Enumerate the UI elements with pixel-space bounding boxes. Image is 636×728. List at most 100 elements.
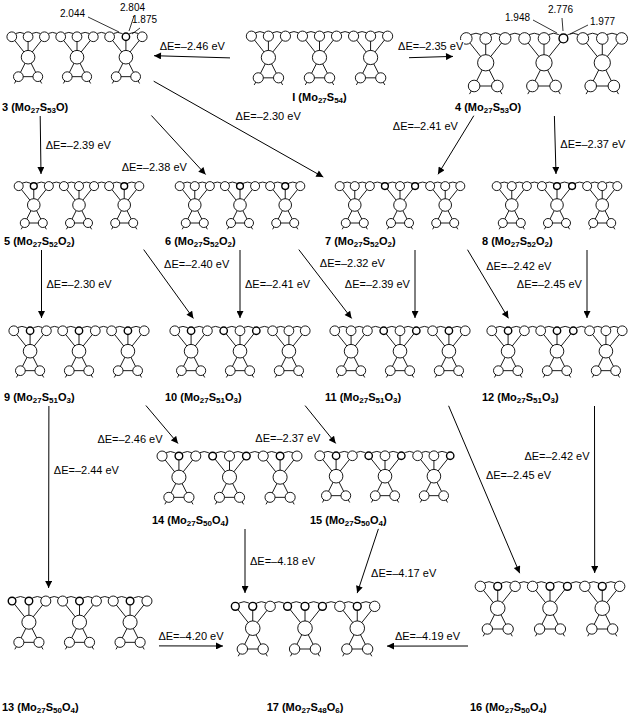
sulfur-atom — [266, 182, 275, 191]
molybdenum-atom — [118, 199, 131, 212]
structure-label: 13 (Mo27S50O4) — [2, 700, 157, 714]
structure-label: 8 (Mo27S52O2) — [482, 234, 632, 248]
sulfur-atom — [614, 581, 624, 591]
molybdenum-atom — [478, 55, 494, 71]
reaction-arrow — [387, 646, 468, 647]
structure-node: 17 (Mo27S48O6) — [225, 595, 385, 714]
sulfur-atom — [304, 73, 314, 83]
sulfur-atom — [40, 32, 50, 42]
molybdenum-atom — [599, 344, 613, 358]
sulfur-atom — [527, 581, 537, 591]
reaction-arrow — [587, 250, 588, 318]
molybdenum-atom — [543, 601, 558, 616]
structure-label: 4 (Mo27S53O) — [455, 100, 633, 114]
sulfur-atom — [245, 219, 254, 228]
sulfur-atom — [181, 219, 190, 228]
sulfur-atom — [90, 182, 99, 191]
molecule — [246, 31, 392, 85]
sulfur-atom — [589, 219, 598, 228]
sulfur-atom — [527, 80, 539, 92]
sulfur-atom — [607, 624, 617, 634]
sulfur-atom — [366, 31, 376, 41]
structure-label: 17 (Mo27S48O6) — [225, 700, 385, 714]
sulfur-atom — [468, 80, 480, 92]
molybdenum-atom — [427, 469, 441, 483]
sulfur-atom — [297, 31, 307, 41]
molecule — [330, 326, 470, 378]
sulfur-atom — [355, 73, 365, 83]
sulfur-atom — [265, 601, 275, 611]
oxygen-atom — [76, 597, 84, 605]
molybdenum-atom — [21, 50, 35, 64]
bond-length: 2.776 — [548, 4, 573, 16]
sulfur-atom — [227, 219, 236, 228]
molybdenum-atom — [501, 344, 515, 358]
oxygen-atom — [175, 452, 183, 460]
reaction-arrow — [48, 406, 49, 588]
energy-label: ΔE=–2.46 eV — [159, 40, 226, 52]
sulfur-atom — [387, 219, 396, 228]
sulfur-atom — [325, 73, 335, 83]
molecule — [14, 182, 144, 230]
oxygen-atom — [8, 597, 16, 605]
oxygen-atom — [122, 33, 129, 40]
sulfur-atom — [62, 72, 72, 82]
sulfur-atom — [9, 326, 19, 336]
sulfur-atom — [555, 624, 565, 634]
molecule-drawing — [482, 176, 632, 234]
sulfur-atom — [82, 72, 92, 82]
oxygen-atom — [187, 327, 194, 334]
sulfur-atom — [429, 451, 439, 461]
sulfur-atom — [342, 644, 352, 654]
sulfur-atom — [542, 366, 552, 376]
molybdenum-atom — [233, 344, 247, 358]
energy-label: ΔE=–2.41 eV — [244, 278, 311, 290]
sulfur-atom — [235, 492, 245, 502]
structure-label: 14 (Mo27S50O4) — [152, 513, 307, 527]
sulfur-atom — [135, 182, 144, 191]
energy-label: ΔE=–2.37 eV — [254, 432, 321, 444]
sulfur-atom — [290, 219, 299, 228]
molybdenum-atom — [394, 199, 407, 212]
molybdenum-atom — [222, 470, 236, 484]
sulfur-atom — [91, 596, 101, 606]
sulfur-atom — [265, 492, 275, 502]
molybdenum-atom — [595, 601, 610, 616]
sulfur-atom — [363, 326, 373, 336]
leader-line — [88, 17, 119, 32]
sulfur-atom — [336, 366, 346, 376]
sulfur-atom — [42, 326, 52, 336]
sulfur-atom — [487, 326, 497, 336]
structure-label: 3 (Mo27S53O) — [2, 100, 152, 114]
reaction-arrow — [154, 56, 230, 58]
sulfur-atom — [596, 33, 608, 45]
sulfur-atom — [341, 491, 351, 501]
molecule — [7, 32, 147, 84]
oxygen-atom — [243, 452, 251, 460]
sulfur-atom — [137, 32, 147, 42]
molybdenum-atom — [594, 55, 610, 71]
oxygen-atom — [209, 452, 217, 460]
oxygen-atom — [26, 327, 33, 334]
reaction-arrow — [240, 250, 241, 318]
sulfur-atom — [522, 182, 531, 191]
sulfur-atom — [296, 182, 305, 191]
molybdenum-atom — [70, 50, 84, 64]
molybdenum-atom — [536, 55, 552, 71]
sulfur-atom — [396, 182, 405, 191]
molecule-drawing — [470, 575, 630, 700]
sulfur-atom — [577, 33, 589, 45]
sulfur-atom — [330, 326, 340, 336]
molybdenum-atom — [234, 199, 247, 212]
sulfur-atom — [268, 326, 278, 336]
sulfur-atom — [56, 32, 66, 42]
oxygen-atom — [126, 597, 134, 605]
sulfur-atom — [108, 596, 118, 606]
oxygen-atom — [301, 602, 309, 610]
sulfur-atom — [113, 366, 123, 376]
sulfur-atom — [199, 219, 208, 228]
sulfur-atom — [370, 491, 380, 501]
sulfur-atom — [413, 451, 423, 461]
sulfur-atom — [439, 491, 449, 501]
oxygen-atom — [553, 327, 560, 334]
